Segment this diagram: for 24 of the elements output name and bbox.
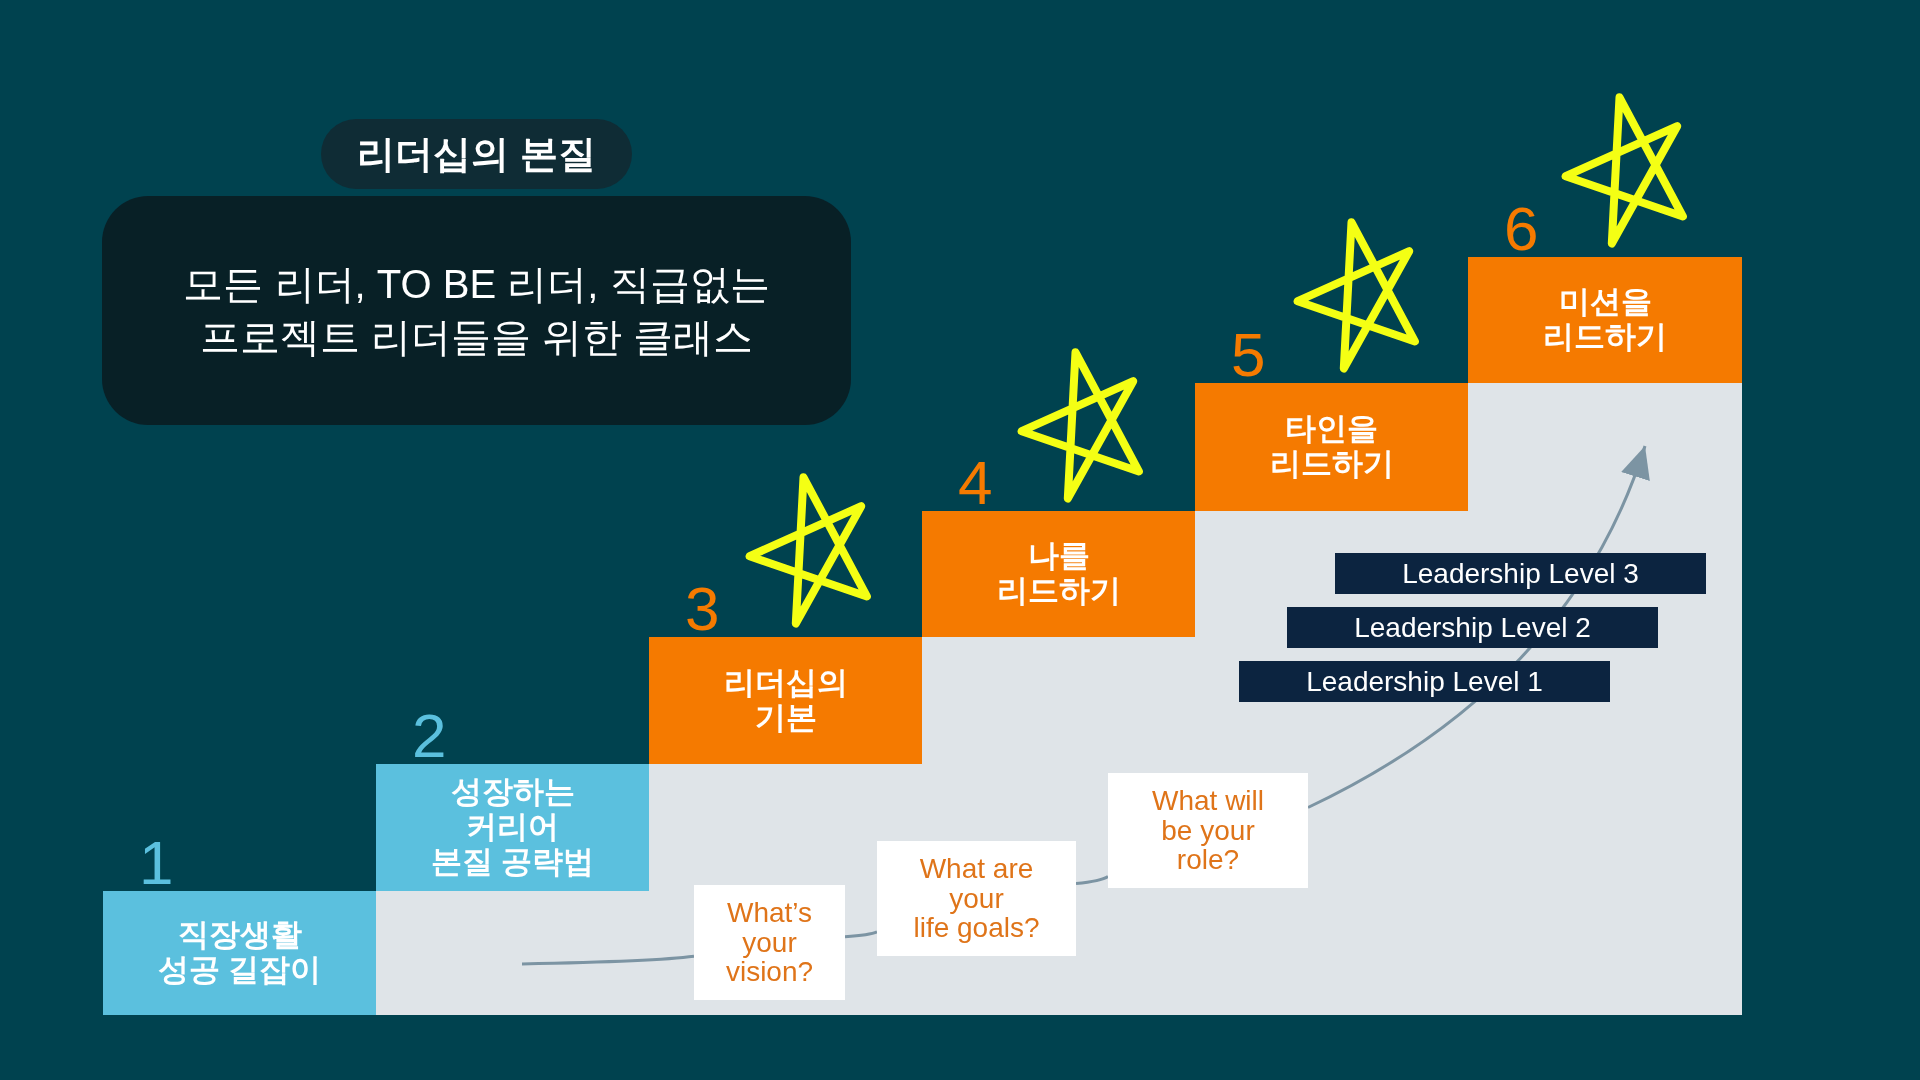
question-card: What will be your role? — [1108, 773, 1308, 888]
level-bar: Leadership Level 3 — [1335, 553, 1706, 594]
question-card: What are your life goals? — [877, 841, 1076, 956]
step-number: 4 — [958, 457, 993, 509]
question-card: What’s your vision? — [694, 885, 845, 1000]
level-bar: Leadership Level 2 — [1287, 607, 1658, 648]
step-number: 1 — [139, 837, 174, 889]
step-block: 타인을 리드하기 — [1195, 383, 1468, 511]
subtitle-panel: 모든 리더, TO BE 리더, 직급없는 프로젝트 리더들을 위한 클래스 — [102, 196, 851, 425]
flow-line — [1075, 875, 1109, 886]
step-number: 3 — [685, 583, 720, 635]
step-block: 직장생활 성공 길잡이 — [103, 891, 376, 1015]
step-block: 나를 리드하기 — [922, 511, 1195, 637]
step-number: 5 — [1231, 329, 1266, 381]
flow-line — [521, 954, 695, 966]
step-number: 6 — [1504, 203, 1539, 255]
title-heading: 리더십의 본질 — [321, 119, 632, 189]
step-number: 2 — [412, 710, 447, 762]
step-block: 미션을 리드하기 — [1468, 257, 1742, 383]
level-bar: Leadership Level 1 — [1239, 661, 1610, 702]
step-block: 성장하는 커리어 본질 공략법 — [376, 764, 649, 891]
flow-line — [844, 930, 878, 939]
flow-arrow — [1307, 445, 1649, 809]
step-block: 리더십의 기본 — [649, 637, 922, 764]
